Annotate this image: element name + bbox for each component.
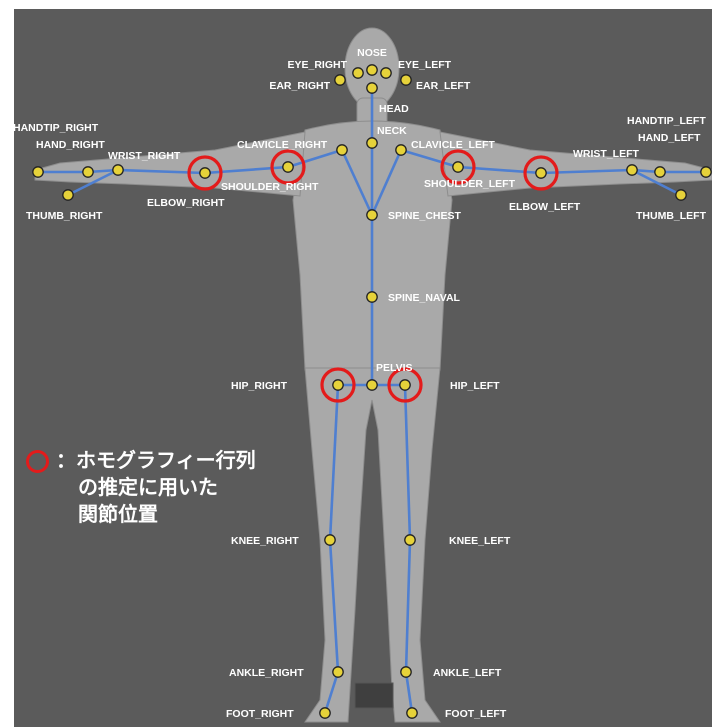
- joint-wrist-left: [627, 165, 637, 175]
- label-hip-left: HIP_LEFT: [450, 380, 500, 392]
- skeleton-diagram: NOSE EYE_RIGHT EYE_LEFT EAR_RIGHT EAR_LEFT HE…: [14, 9, 712, 727]
- label-neck: NECK: [377, 125, 407, 137]
- joint-knee-right: [325, 535, 335, 545]
- joint-ear-right: [335, 75, 345, 85]
- label-hand-left: HAND_LEFT: [638, 132, 701, 144]
- viewport-panel: NOSE EYE_RIGHT EYE_LEFT EAR_RIGHT EAR_LEFT HE…: [14, 9, 712, 727]
- label-clavicle-left: CLAVICLE_LEFT: [411, 139, 495, 151]
- joint-pelvis: [367, 380, 377, 390]
- joint-eye-right: [353, 68, 363, 78]
- joint-knee-left: [405, 535, 415, 545]
- joint-thumb-right: [63, 190, 73, 200]
- joint-hip-left: [400, 380, 410, 390]
- label-wrist-left: WRIST_LEFT: [573, 148, 639, 160]
- joint-ankle-left: [401, 667, 411, 677]
- label-foot-right: FOOT_RIGHT: [226, 708, 294, 720]
- label-elbow-left: ELBOW_LEFT: [509, 201, 581, 213]
- label-ear-right: EAR_RIGHT: [269, 80, 330, 92]
- label-head: HEAD: [379, 103, 409, 115]
- label-pelvis: PELVIS: [376, 362, 413, 374]
- joint-handtip-left: [701, 167, 711, 177]
- label-thumb-right: THUMB_RIGHT: [26, 210, 103, 222]
- label-shoulder-left: SHOULDER_LEFT: [424, 178, 516, 190]
- joint-hand-right: [83, 167, 93, 177]
- label-spine-chest: SPINE_CHEST: [388, 210, 462, 222]
- legend-ring-icon: [26, 450, 49, 473]
- joint-hand-left: [655, 167, 665, 177]
- joint-ear-left: [401, 75, 411, 85]
- legend-line-3: 関節位置: [78, 501, 158, 528]
- joint-wrist-right: [113, 165, 123, 175]
- joint-spine-naval: [367, 292, 377, 302]
- joint-foot-right: [320, 708, 330, 718]
- label-foot-left: FOOT_LEFT: [445, 708, 507, 720]
- label-knee-right: KNEE_RIGHT: [231, 535, 299, 547]
- legend-line-2: の推定に用いた: [78, 474, 218, 501]
- joint-head: [367, 83, 377, 93]
- joint-ankle-right: [333, 667, 343, 677]
- joint-elbow-left: [536, 168, 546, 178]
- joint-hip-right: [333, 380, 343, 390]
- joint-shoulder-left: [453, 162, 463, 172]
- label-knee-left: KNEE_LEFT: [449, 535, 511, 547]
- label-thumb-left: THUMB_LEFT: [636, 210, 707, 222]
- label-wrist-right: WRIST_RIGHT: [108, 150, 181, 162]
- joint-elbow-right: [200, 168, 210, 178]
- legend-line-1: ：ホモグラフィー行列: [56, 447, 256, 474]
- joint-nose: [367, 65, 377, 75]
- label-hip-right: HIP_RIGHT: [231, 380, 288, 392]
- joint-neck: [367, 138, 377, 148]
- label-hand-right: HAND_RIGHT: [36, 139, 105, 151]
- label-eye-left: EYE_LEFT: [398, 59, 452, 71]
- label-ankle-right: ANKLE_RIGHT: [229, 667, 304, 679]
- label-eye-right: EYE_RIGHT: [287, 59, 347, 71]
- label-ankle-left: ANKLE_LEFT: [433, 667, 502, 679]
- label-shoulder-right: SHOULDER_RIGHT: [221, 181, 319, 193]
- label-nose: NOSE: [357, 47, 387, 59]
- label-spine-naval: SPINE_NAVAL: [388, 292, 461, 304]
- joint-foot-left: [407, 708, 417, 718]
- label-handtip-right: HANDTIP_RIGHT: [14, 122, 99, 134]
- joint-handtip-right: [33, 167, 43, 177]
- joint-spine-chest: [367, 210, 377, 220]
- label-clavicle-right: CLAVICLE_RIGHT: [237, 139, 328, 151]
- joint-eye-left: [381, 68, 391, 78]
- label-elbow-right: ELBOW_RIGHT: [147, 197, 225, 209]
- joint-thumb-left: [676, 190, 686, 200]
- joint-shoulder-right: [283, 162, 293, 172]
- body-silhouette: [35, 28, 712, 722]
- joint-clavicle-left: [396, 145, 406, 155]
- label-handtip-left: HANDTIP_LEFT: [627, 115, 706, 127]
- joint-clavicle-right: [337, 145, 347, 155]
- label-ear-left: EAR_LEFT: [416, 80, 471, 92]
